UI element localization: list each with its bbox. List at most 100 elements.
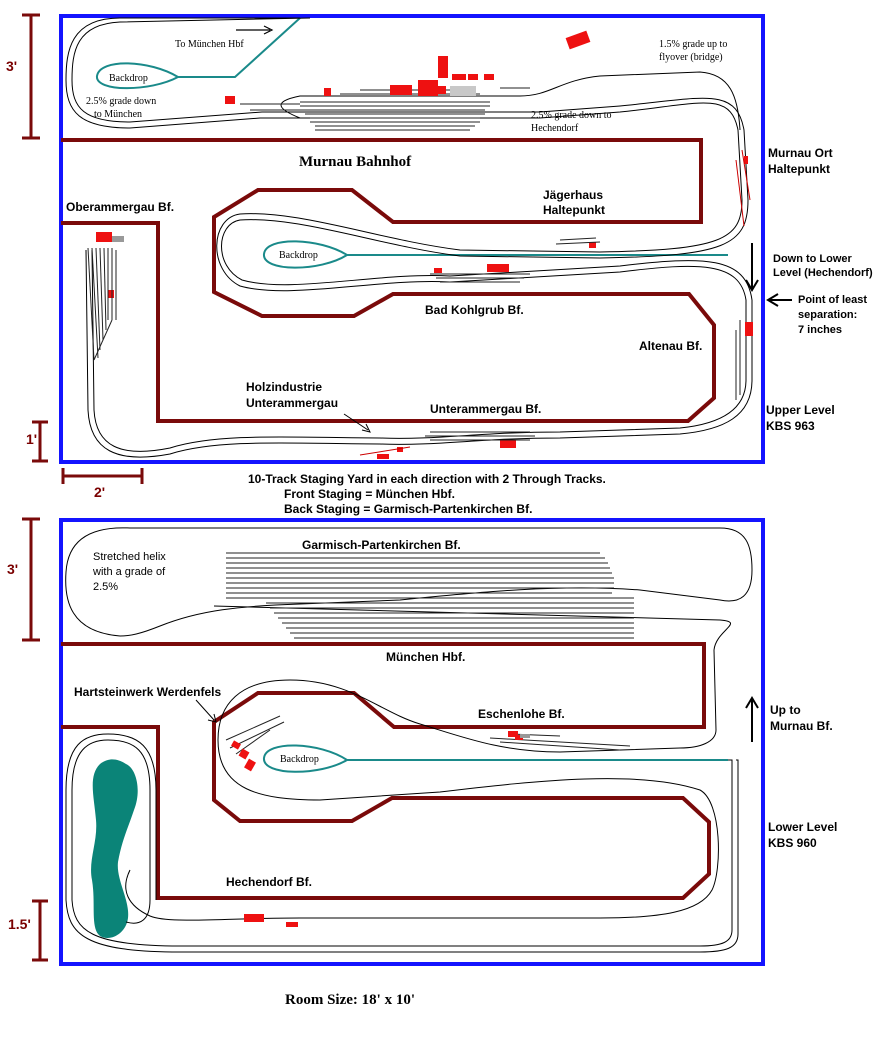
building [244,914,264,922]
munchen-hbf-label: München Hbf. [386,650,465,664]
building [515,735,523,740]
upper-scale-1ft-label: 1' [26,431,37,447]
upper-buildings [96,30,753,459]
upper-backdrop-middle [262,240,728,269]
murnau-bahnhof-label: Murnau Bahnhof [299,154,412,170]
upper-backdrop-top [96,17,301,90]
least-separation-label: Point of least [798,294,867,306]
platform [520,734,530,738]
grade-down-hech-label-2: Hechendorf [531,123,579,134]
building [286,922,298,927]
eschenlohe-label: Eschenlohe Bf. [478,707,565,721]
oberammergau-yard [87,236,124,361]
upper-sidings [359,149,751,456]
building [508,731,518,737]
least-separation-label-3: 7 inches [798,324,842,336]
lower-benchwork [61,642,711,900]
least-separation-label-2: separation: [798,309,857,321]
jagerhaus-label-2: Haltepunkt [543,203,605,217]
building [225,96,235,104]
grade-down-munchen-label-2: to München [94,109,142,120]
building [397,447,403,452]
up-murnau-label: Up to [770,703,801,717]
lower-arrows [195,696,759,742]
building [390,85,412,95]
room-size-label: Room Size: 18' x 10' [285,992,415,1008]
shed [112,236,124,242]
lower-level-label-2: KBS 960 [768,836,817,850]
building [377,454,389,459]
staging-note-line2: Front Staging = München Hbf. [284,487,455,501]
oberammergau-label: Oberammergau Bf. [66,200,174,214]
down-lower-label: Down to Lower [773,253,853,265]
backdrop-label-middle: Backdrop [279,250,318,261]
building [96,232,112,242]
munchen-staging [262,597,634,639]
upper-track [65,17,753,458]
backdrop-label: Backdrop [109,73,148,84]
lower-backdrop [262,744,728,773]
lower-scale-15ft-label: 1.5' [8,916,31,932]
building [231,740,241,750]
lower-scale-3ft: 3' [7,517,40,642]
building [744,156,748,164]
building [468,74,478,80]
building [438,86,446,94]
building [589,242,596,248]
grade-up-label-2: flyover (bridge) [659,52,723,63]
building [434,268,442,273]
platform [450,86,476,96]
building [238,748,250,760]
building [108,290,114,298]
lower-level: 3' 1.5' [7,517,837,966]
lower-frame [59,518,765,966]
building [324,88,331,96]
bad-kohlgrub-label: Bad Kohlgrub Bf. [425,303,524,317]
building [500,440,516,448]
garmisch-label: Garmisch-Partenkirchen Bf. [302,538,461,552]
helix-mountain [91,759,138,938]
upper-level-label-2: KBS 963 [766,419,815,433]
holzindustrie-label: Holzindustrie [246,380,322,394]
down-lower-label-2: Level (Hechendorf) [773,267,873,279]
murnau-ort-label-2: Haltepunkt [768,162,830,176]
upper-arrows [236,25,792,433]
upper-level-label: Upper Level [766,403,835,417]
garmisch-staging [226,552,614,599]
murnau-yard [240,87,530,131]
helix-label: Stretched helix [93,551,166,563]
lower-level-label: Lower Level [768,820,837,834]
grade-up-label: 1.5% grade up to [659,39,727,50]
lower-buildings [231,731,530,927]
upper-frame [59,14,765,464]
altenau-label: Altenau Bf. [639,339,702,353]
hechendorf-label: Hechendorf Bf. [226,875,312,889]
holzindustrie-label-2: Unterammergau [246,396,338,410]
upper-scale-2ft: 2' [61,468,144,500]
up-murnau-label-2: Murnau Bf. [770,719,833,733]
to-munchen-label: To München Hbf [175,39,244,50]
building [244,758,256,772]
lower-sidings [225,715,631,755]
building [438,56,448,78]
building [487,264,509,272]
jagerhaus-label: Jägerhaus [543,188,603,202]
lower-track [65,527,753,953]
building [745,322,753,336]
lower-scale-3ft-label: 3' [7,561,18,577]
hartstein-label: Hartsteinwerk Werdenfels [74,685,221,699]
upper-level: 3' 1' 2' [6,13,873,500]
building [452,74,466,80]
upper-scale-3ft-label: 3' [6,58,17,74]
building [484,74,494,80]
staging-note-line1: 10-Track Staging Yard in each direction … [248,472,606,486]
building [565,30,591,50]
upper-scale-3ft: 3' [6,13,40,140]
grade-down-hech-label: 2.5% grade down to [531,110,612,121]
backdrop-label-lower: Backdrop [280,754,319,765]
unterammergau-label: Unterammergau Bf. [430,402,541,416]
helix-label-2: with a grade of [92,566,166,578]
helix-label-3: 2.5% [93,581,118,593]
upper-scale-1ft: 1' [26,420,48,463]
